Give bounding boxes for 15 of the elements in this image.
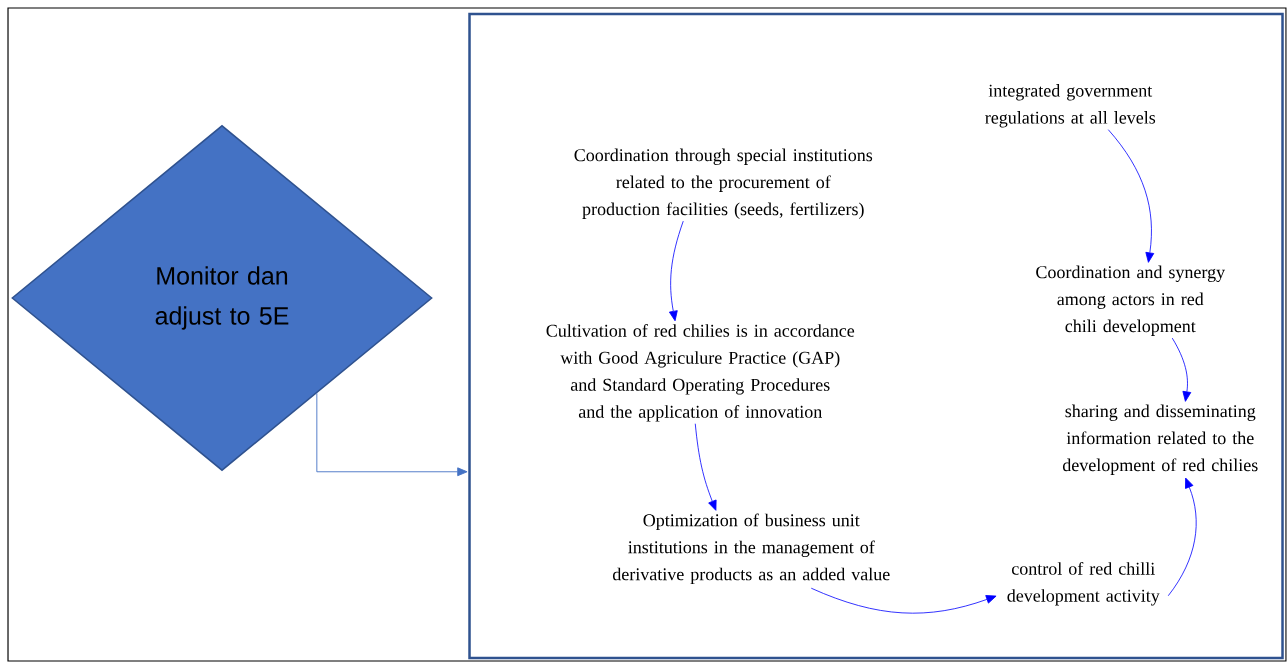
arrow bbox=[1167, 477, 1197, 597]
arrow bbox=[1107, 129, 1155, 263]
node-text: integrated government regulations at all levels bbox=[985, 84, 1156, 128]
arrow bbox=[669, 220, 684, 322]
node-text: Optimization of business unit institutions in the management of derivative products as an added value bbox=[612, 513, 890, 584]
node-text: Coordination and synergy among actors in red chili development bbox=[1036, 265, 1226, 336]
node-text: Cultivation of red chilies is in accordance with Good Agriculure Practice (GAP) and Standard Operating Procedures and the application of innovation bbox=[546, 324, 855, 422]
node-text: control of red chilli development activity bbox=[1007, 562, 1160, 606]
node-text: Coordination through special institutions related to the procurement of production facilities (seeds, fertilizers) bbox=[574, 148, 873, 219]
node-text: sharing and disseminating information related to the development of red chilies bbox=[1062, 404, 1258, 475]
arrow bbox=[694, 423, 717, 511]
arrow bbox=[316, 392, 468, 477]
arrow bbox=[810, 587, 997, 614]
arrow bbox=[1171, 337, 1192, 402]
container-box bbox=[468, 12, 1284, 660]
